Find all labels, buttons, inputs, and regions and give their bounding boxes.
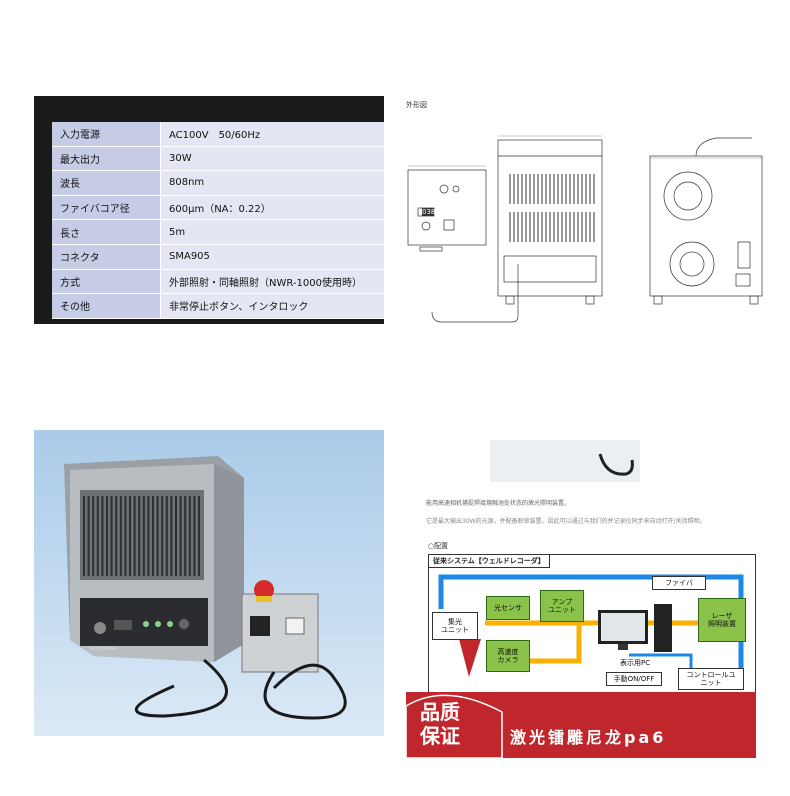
spec-value: 5m (160, 219, 384, 245)
quality-badge: 品质 保证 (420, 700, 460, 748)
spec-label: 波長 (52, 170, 161, 196)
spec-value: 非常停止ボタン、インタロック (160, 293, 384, 319)
drawing-svg (407, 135, 763, 323)
spec-value: 30W (160, 146, 384, 172)
spec-row: その他非常停止ボタン、インタロック (52, 293, 384, 319)
camera-box: 高速度 カメラ (486, 640, 530, 672)
spec-value: 外部照射・同軸照射（NWR-1000使用時） (160, 269, 384, 295)
banner-text: 激光镭雕尼龙pa6 (510, 728, 667, 747)
device-brand-label: NISHIHARA (90, 646, 118, 652)
system-title: 従来システム【ウェルドレコーダ】 (429, 555, 550, 568)
spec-label: 長さ (52, 219, 161, 245)
fiber-box: ファイバ (652, 576, 706, 590)
spec-value: 600μm（NA：0.22） (160, 195, 384, 221)
spec-label: 最大出力 (52, 146, 161, 172)
drawing-title: 外形図 (406, 101, 427, 109)
outline-drawing: 外形図 (404, 96, 780, 346)
pc-label: 表示用PC (620, 659, 651, 667)
spec-label: コネクタ (52, 244, 161, 270)
description-line-1: 能用高速相机捕捉焊接熔融池处状态的激光照明装置。 (426, 500, 571, 507)
control-unit-box: コントロールユ ニット (678, 668, 744, 690)
amp-box: アンプ ユニット (540, 590, 584, 622)
spec-value: SMA905 (160, 244, 384, 270)
spec-row: 方式外部照射・同軸照射（NWR-1000使用時） (52, 269, 384, 295)
description-line-2: 它是最大输出30W的光源，并配备联锁装置，因此可以通过与我们的并记录仪同步来自动… (426, 518, 706, 525)
laser-box: レーザ 照明装置 (698, 598, 746, 642)
spec-value: 808nm (160, 170, 384, 196)
display-readout: 038 (422, 208, 436, 216)
spec-label: 方式 (52, 269, 161, 295)
cable-preview (490, 440, 640, 482)
collector-box: 集光 ユニット (432, 612, 478, 640)
badge-shape (406, 694, 503, 758)
promo-banner: 品质 保证 激光镭雕尼龙pa6 (406, 692, 756, 758)
section-heading: ○配置 (428, 542, 449, 550)
spec-label: ファイバコア径 (52, 195, 161, 221)
spec-label: 入力電源 (52, 122, 161, 147)
spec-value: AC100V 50/60Hz (160, 122, 384, 147)
pc-icon (598, 604, 672, 652)
manual-box: 手動ON/OFF (606, 672, 662, 686)
product-photo: NISHIHARA (34, 430, 384, 736)
spec-label: その他 (52, 293, 161, 319)
system-diagram-ad: 能用高速相机捕捉焊接熔融池处状态的激光照明装置。 它是最大输出30W的光源，并配… (406, 440, 756, 758)
sensor-box: 光センサ (486, 596, 530, 620)
product-photo-svg (64, 456, 347, 720)
